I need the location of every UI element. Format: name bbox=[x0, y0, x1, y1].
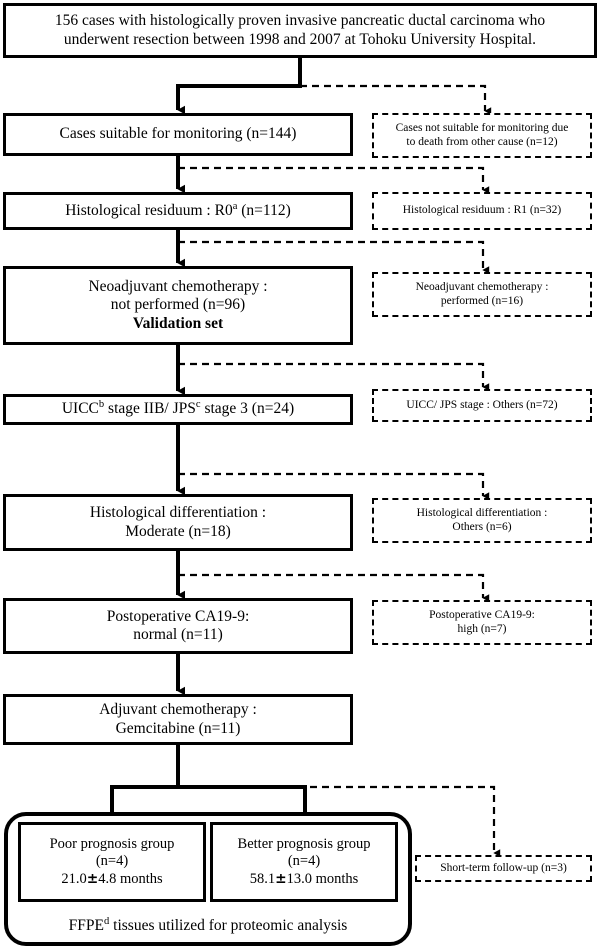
node-residuum-r1: Histological residuum : R1 (n=32) bbox=[372, 192, 592, 230]
node-residuum-r0: Histological residuum : R0a (n=112) bbox=[3, 192, 353, 230]
node-short-term-followup-label: Short-term follow-up (n=3) bbox=[440, 861, 567, 874]
node-monitoring-label: Cases suitable for monitoring (n=144) bbox=[59, 125, 297, 143]
node-neoadjuvant-line1: Neoadjuvant chemotherapy : bbox=[88, 278, 268, 296]
node-differentiation-others: Histological differentiation : Others (n… bbox=[372, 498, 592, 543]
node-stage-others: UICC/ JPS stage : Others (n=72) bbox=[372, 389, 592, 422]
node-better-prognosis: Better prognosis group (n=4) 58.1±13.0 m… bbox=[210, 822, 398, 902]
node-neoadjuvant-performed-line1: Neoadjuvant chemotherapy : bbox=[415, 280, 549, 293]
node-cohort-line1: 156 cases with histologically proven inv… bbox=[54, 12, 546, 30]
node-adjuvant-line2: Gemcitabine (n=11) bbox=[115, 719, 241, 737]
node-better-prognosis-sd: 13.0 months bbox=[286, 870, 359, 887]
node-monitoring-excluded-line1: Cases not suitable for monitoring due bbox=[395, 121, 569, 134]
node-cohort: 156 cases with histologically proven inv… bbox=[3, 3, 597, 58]
node-stage-included: UICCb stage IIB/ JPSc stage 3 (n=24) bbox=[3, 394, 353, 425]
node-ca199-high-line2: high (n=7) bbox=[457, 622, 507, 635]
node-poor-prognosis-line1: Poor prognosis group bbox=[49, 836, 175, 853]
node-residuum-r0-suffix: (n=112) bbox=[237, 201, 291, 219]
node-poor-prognosis: Poor prognosis group (n=4) 21.0±4.8 mont… bbox=[18, 822, 206, 902]
node-adjuvant-chemotherapy: Adjuvant chemotherapy : Gemcitabine (n=1… bbox=[3, 694, 353, 745]
node-ca199-normal-line2: normal (n=11) bbox=[133, 626, 223, 643]
node-monitoring-excluded-line2: to death from other cause (n=12) bbox=[406, 135, 558, 148]
node-stage-part1: UICC bbox=[61, 400, 99, 418]
node-neoadjuvant-line2: not performed (n=96) bbox=[110, 296, 246, 314]
wire-stage-to-differentiation-others bbox=[178, 472, 490, 500]
node-differentiation-others-line1: Histological differentiation : bbox=[416, 506, 548, 519]
node-differentiation-moderate: Histological differentiation : Moderate … bbox=[3, 494, 353, 551]
node-neoadjuvant-not-performed: Neoadjuvant chemotherapy : not performed… bbox=[3, 266, 353, 345]
node-neoadjuvant-validation-set: Validation set bbox=[132, 314, 224, 332]
node-residuum-r0-sup: a bbox=[232, 200, 238, 212]
wire-cohort-to-monitoring-excluded bbox=[300, 84, 492, 115]
node-stage-others-label: UICC/ JPS stage : Others (n=72) bbox=[406, 398, 558, 411]
node-better-prognosis-line1: Better prognosis group bbox=[237, 836, 371, 853]
node-stage-part2: stage IIB/ JPS bbox=[104, 400, 196, 418]
node-better-prognosis-line3: 58.1±13.0 months bbox=[250, 871, 359, 888]
node-ca199-normal-line1: Postoperative CA19-9: bbox=[106, 607, 250, 625]
node-better-prognosis-mean: 58.1 bbox=[249, 870, 276, 887]
node-stage-included-label: UICCb stage IIB/ JPSc stage 3 (n=24) bbox=[61, 399, 295, 418]
node-poor-prognosis-line3: 21.0±4.8 months bbox=[61, 871, 162, 888]
node-adjuvant-line1: Adjuvant chemotherapy : bbox=[99, 701, 257, 719]
node-stage-sup1: b bbox=[98, 399, 105, 411]
node-neoadjuvant-performed: Neoadjuvant chemotherapy : performed (n=… bbox=[372, 272, 592, 317]
node-poor-prognosis-line2: (n=4) bbox=[95, 853, 129, 870]
node-differentiation-line2: Moderate (n=18) bbox=[125, 522, 231, 540]
node-ca199-normal: Postoperative CA19-9: normal (n=11) bbox=[3, 598, 353, 654]
node-residuum-r1-label: Histological residuum : R1 (n=32) bbox=[402, 204, 562, 217]
node-stage-sup2: c bbox=[195, 399, 201, 411]
node-differentiation-others-line2: Others (n=6) bbox=[452, 520, 512, 533]
node-differentiation-line1: Histological differentiation : bbox=[89, 504, 267, 522]
node-stage-part3: stage 3 (n=24) bbox=[200, 400, 295, 418]
wire-differentiation-to-ca199-high bbox=[178, 573, 490, 602]
node-poor-prognosis-mean: 21.0 bbox=[61, 870, 87, 887]
node-poor-prognosis-sd: 4.8 months bbox=[98, 870, 163, 887]
node-residuum-r0-label: Histological residuum : R0a (n=112) bbox=[65, 200, 291, 220]
node-monitoring-excluded: Cases not suitable for monitoring due to… bbox=[372, 113, 592, 158]
node-neoadjuvant-performed-line2: performed (n=16) bbox=[440, 294, 524, 307]
node-ffpe-label: FFPEd tissues utilized for proteomic ana… bbox=[68, 915, 348, 935]
node-ffpe-suffix: tissues utilized for proteomic analysis bbox=[109, 916, 348, 934]
node-ca199-high: Postoperative CA19-9: high (n=7) bbox=[372, 600, 592, 645]
wire-adjuvant-to-poor-prognosis bbox=[110, 745, 180, 824]
node-cohort-line2: underwent resection between 1998 and 200… bbox=[63, 30, 537, 48]
node-short-term-followup: Short-term follow-up (n=3) bbox=[415, 855, 592, 882]
node-ffpe-sup: d bbox=[104, 915, 110, 927]
node-residuum-r0-prefix: Histological residuum : R0 bbox=[65, 201, 233, 219]
wire-neoadjuvant-to-stage-others bbox=[178, 362, 490, 391]
wire-cohort-to-monitoring bbox=[176, 58, 302, 115]
node-monitoring: Cases suitable for monitoring (n=144) bbox=[3, 113, 353, 156]
node-better-prognosis-line2: (n=4) bbox=[287, 853, 321, 870]
plus-minus-icon: ± bbox=[86, 870, 99, 887]
node-ca199-high-line1: Postoperative CA19-9: bbox=[429, 608, 535, 621]
node-ffpe-prefix: FFPE bbox=[68, 916, 104, 934]
plus-minus-icon: ± bbox=[275, 870, 287, 887]
wire-monitoring-to-residuum-r1 bbox=[178, 166, 490, 194]
